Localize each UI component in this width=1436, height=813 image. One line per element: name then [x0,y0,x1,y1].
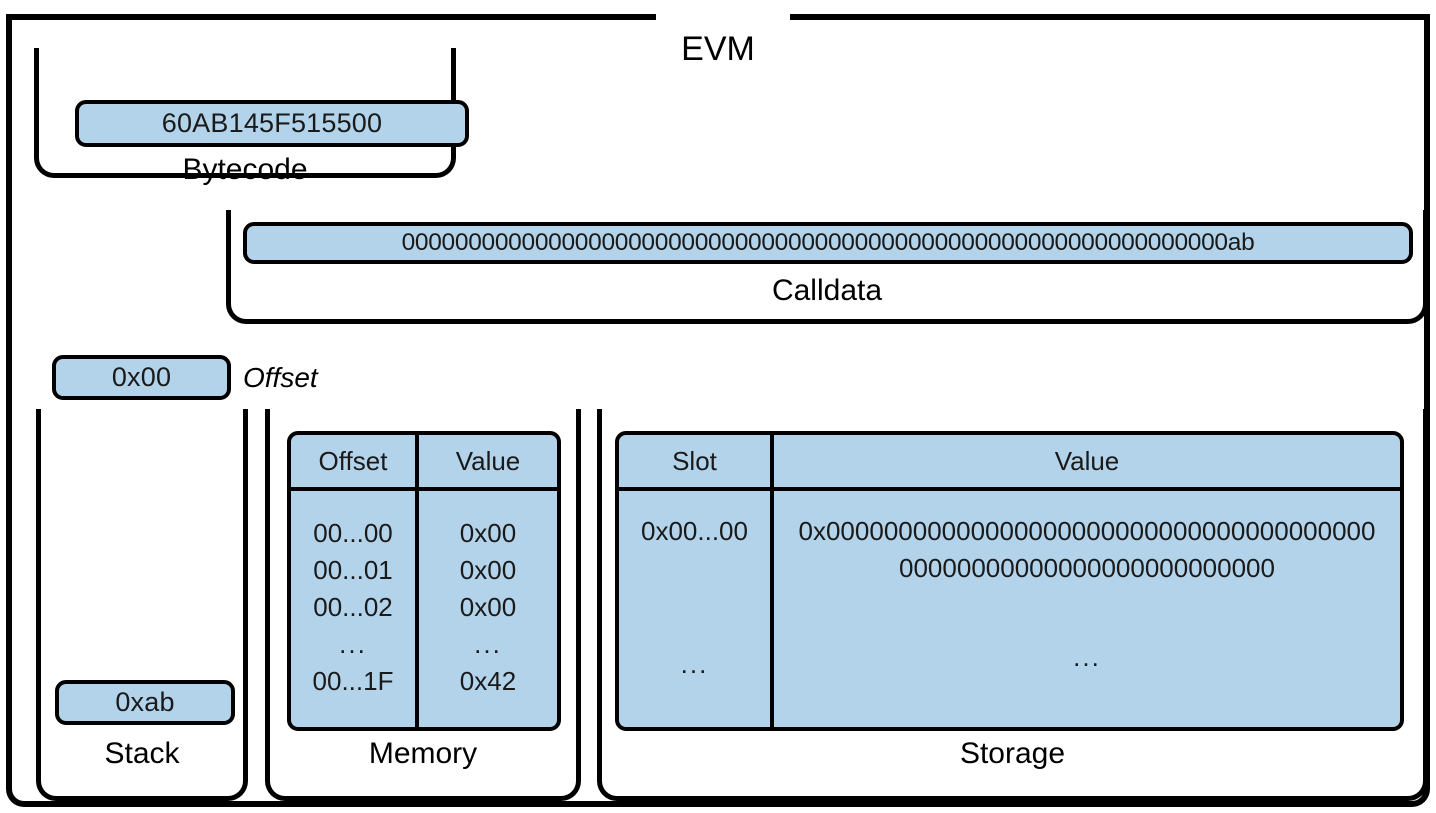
memory-value-cell: ... [474,628,502,659]
offset-label: Offset [243,362,318,393]
offset-value-chip[interactable]: 0x00 [52,355,231,400]
memory-table: Offset Value 00...00 00...01 00...02 ...… [287,431,561,731]
memory-column-header-offset: Offset [318,445,388,476]
storage-title: Storage [959,737,1066,770]
storage-slot-column: 0x00...00 ... [619,491,770,727]
memory-offset-cell: 00...1F [312,665,394,696]
memory-table-header: Offset Value [291,435,557,491]
memory-value-column: 0x00 0x00 0x00 ... 0x42 [419,491,557,727]
storage-body-divider [770,491,774,727]
memory-container: Offset Value 00...00 00...01 00...02 ...… [265,409,581,801]
storage-value-cell: 0x00000000000000000000000000000000000000… [798,516,1376,583]
evm-frame-top-left-rule [6,14,656,20]
memory-offset-column: 00...00 00...01 00...02 ... 00...1F [291,491,415,727]
memory-title: Memory [368,737,478,770]
storage-table-header: Slot Value [619,435,1400,491]
memory-offset-cell: ... [339,628,367,659]
memory-value-cell: 0x00 [459,591,517,622]
storage-column-header-slot: Slot [672,445,717,476]
memory-value-cell: 0x42 [459,665,517,696]
storage-slot-cell: 0x00...00 [641,516,748,546]
storage-container: Slot Value 0x00...00 ... 0x0000000000000… [597,409,1428,801]
memory-offset-cell: 00...02 [313,591,393,622]
storage-table-body: 0x00...00 ... 0x000000000000000000000000… [619,491,1400,727]
storage-header-divider [770,435,774,487]
memory-offset-cell: 00...01 [313,554,393,585]
storage-value-column: 0x00000000000000000000000000000000000000… [774,491,1400,727]
bytecode-container: 60AB145F515500 Bytecode [34,48,469,186]
memory-body-divider [415,491,419,727]
storage-value-cell: ... [1073,641,1101,672]
memory-value-cell: 0x00 [459,554,517,585]
evm-frame-top-right-rule [790,14,1430,20]
stack-title: Stack [104,737,180,770]
calldata-value-chip[interactable]: 0000000000000000000000000000000000000000… [243,222,1413,264]
calldata-title: Calldata [771,274,883,307]
memory-column-header-value: Value [455,445,521,476]
storage-column-header-value: Value [1054,445,1120,476]
memory-table-body: 00...00 00...01 00...02 ... 00...1F 0x00… [291,491,557,727]
calldata-container: 0000000000000000000000000000000000000000… [226,210,1428,324]
memory-header-divider [415,435,419,487]
bytecode-title: Bytecode [182,153,308,186]
evm-title: EVM [681,30,755,68]
stack-container: 0xab Stack [36,409,248,801]
storage-table: Slot Value 0x00...00 ... 0x0000000000000… [615,431,1404,731]
stack-top-item-chip[interactable]: 0xab [55,680,235,725]
memory-offset-cell: 00...00 [313,518,393,548]
evm-container: EVM 60AB145F515500 Bytecode 000000000000… [6,14,1430,807]
storage-slot-cell: ... [680,648,709,679]
memory-value-cell: 0x00 [459,518,517,548]
bytecode-value-chip[interactable]: 60AB145F515500 [75,100,469,147]
